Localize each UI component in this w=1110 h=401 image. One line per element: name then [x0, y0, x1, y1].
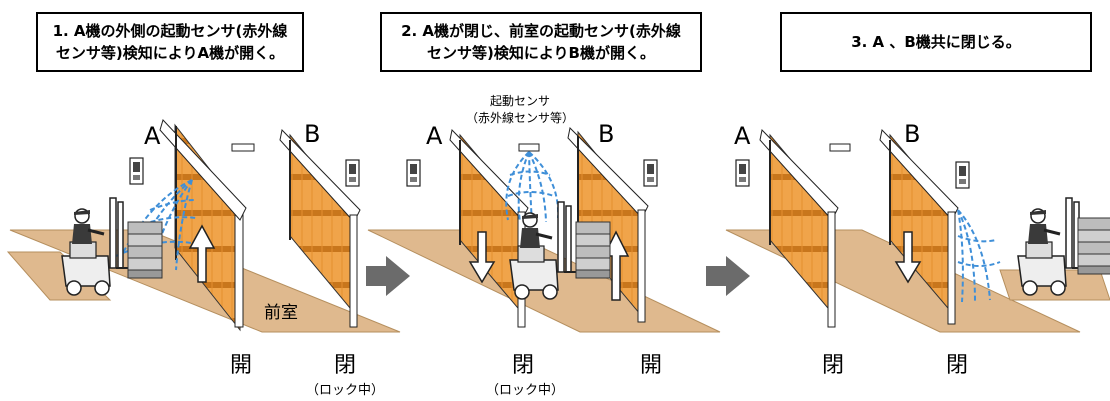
- step1-caption: 1. A機の外側の起動センサ(赤外線 センサ等)検知によりA機が開く。: [36, 12, 304, 72]
- door-a-state: 閉: [512, 353, 534, 378]
- door-b-label: B: [598, 120, 614, 148]
- next-step-arrow: [706, 256, 750, 296]
- sensor-waves: [957, 209, 1001, 303]
- door-b: [279, 128, 361, 328]
- door-a: [759, 128, 839, 328]
- close-arrow: [468, 231, 496, 284]
- door-a-label: A: [426, 122, 443, 150]
- anteroom-label: 前室: [264, 303, 298, 323]
- control-panel: [735, 159, 750, 187]
- step3-caption-text: 3. A 、B機共に閉じる。: [851, 33, 1021, 51]
- step2-caption: 2. A機が閉じ、前室の起動センサ(赤外線 センサ等)検知によりB機が開く。: [380, 12, 702, 72]
- scene-1: A B 前室 開 閉 （ロック中）: [6, 119, 401, 398]
- control-panel: [955, 161, 970, 189]
- door-a-state: 開: [230, 353, 252, 378]
- step1-caption-text: 1. A機の外側の起動センサ(赤外線 センサ等)検知によりA機が開く。: [52, 22, 288, 62]
- sensor-label: 起動センサ: [490, 94, 550, 108]
- door-b-state: 閉: [946, 353, 968, 378]
- door-a: [449, 128, 529, 328]
- next-step-arrow: [366, 256, 410, 296]
- sensor-box: [231, 143, 255, 152]
- door-b-label: B: [304, 120, 320, 148]
- control-panel: [345, 159, 360, 187]
- door-a-label: A: [734, 122, 751, 150]
- sensor-box: [829, 143, 851, 152]
- control-panel: [129, 157, 144, 185]
- sensor-box: [518, 143, 540, 152]
- door-a-label: A: [144, 122, 161, 150]
- open-arrow: [188, 224, 216, 283]
- sensor-label-sub: （赤外線センサ等）: [466, 110, 574, 125]
- door-a-locked: （ロック中）: [486, 383, 564, 398]
- door-a-state: 閉: [822, 353, 844, 378]
- control-panel: [643, 159, 658, 187]
- pallet: [127, 221, 163, 279]
- pallet: [1077, 217, 1110, 275]
- control-panel: [406, 159, 421, 187]
- step2-caption-text: 2. A機が閉じ、前室の起動センサ(赤外線 センサ等)検知によりB機が開く。: [401, 22, 681, 62]
- close-arrow: [894, 231, 922, 284]
- door-b-locked: （ロック中）: [306, 383, 384, 398]
- door-b-state: 閉: [334, 353, 356, 378]
- door-b-state: 開: [640, 353, 662, 378]
- scene-2: A B 起動センサ （赤外線センサ等） 閉 （ロック中） 開: [367, 94, 721, 398]
- scene-3: A B 閉 閉: [725, 120, 1110, 378]
- pallet: [575, 221, 611, 279]
- door-b: [879, 128, 959, 325]
- step3-caption: 3. A 、B機共に閉じる。: [780, 12, 1092, 72]
- door-b-label: B: [904, 120, 920, 148]
